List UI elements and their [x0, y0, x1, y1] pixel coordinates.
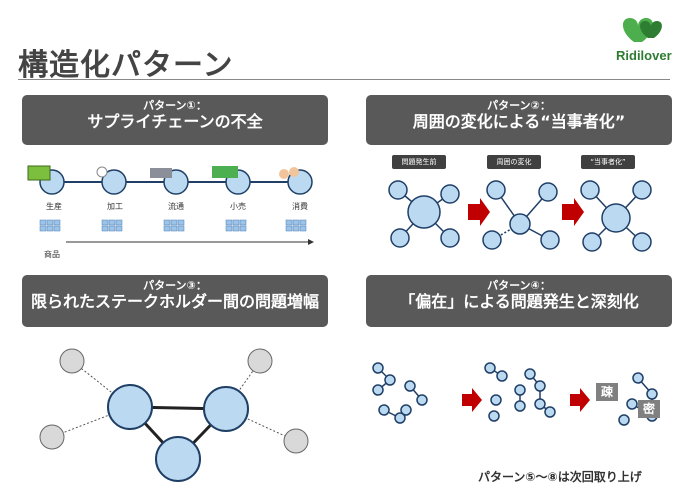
- panel-1-title: サプライチェーンの不全: [87, 112, 263, 131]
- ridilover-logo: Ridilover: [614, 12, 676, 72]
- worker-icon: [96, 166, 108, 178]
- stage-label-retail: 小売: [230, 202, 246, 211]
- stage-node-processing: [96, 166, 127, 195]
- stage-node-distribution: [150, 168, 189, 195]
- person-node-center: [407, 195, 441, 229]
- farm-icon: [27, 165, 51, 181]
- stakeholder-node-student: [155, 436, 201, 482]
- stage-node-retail: [212, 166, 251, 195]
- logo-hearts-icon: Ridilover: [616, 18, 672, 63]
- stage-label-consumption: 消費: [292, 202, 308, 211]
- red-arrow-icon: [462, 388, 482, 412]
- stakeholder-node-family: [107, 384, 153, 430]
- family-icon: [279, 169, 289, 179]
- red-arrow-icon: [562, 198, 584, 226]
- page-title: 構造化パターン: [18, 48, 234, 83]
- dense-tag: 密: [638, 400, 660, 418]
- panel-1-header: パターン①： サプライチェーンの不全: [22, 95, 328, 145]
- stakeholder-node-worker: [203, 386, 249, 432]
- stage-node-consumption: [279, 167, 313, 195]
- panel-3-title: 限られたステークホルダー間の問題増幅: [30, 292, 319, 311]
- sparse-tag: 疎: [596, 383, 618, 401]
- party-change-diagram: [388, 180, 652, 252]
- logo-text: Ridilover: [616, 48, 672, 63]
- goods-icons: [39, 219, 307, 232]
- stage-node-production: [27, 165, 65, 195]
- footer-note: パターン⑤～⑧は次回取り上げ: [478, 470, 642, 484]
- panel-3-sub: パターン③：: [143, 279, 207, 292]
- red-arrow-icon: [570, 388, 590, 412]
- goods-label: 商品: [44, 250, 60, 259]
- panel-2-sub: パターン②：: [487, 99, 551, 112]
- supply-chain-diagram: [27, 165, 314, 245]
- stage-party: “当事者化”: [581, 155, 635, 169]
- red-arrow-icon: [468, 198, 490, 226]
- panel-4-sub: パターン④：: [487, 279, 551, 292]
- panel-4-title: 「偏在」による問題発生と深刻化: [399, 292, 639, 311]
- panel-1-sub: パターン①：: [143, 99, 207, 112]
- panel-3-header: パターン③： 限られたステークホルダー間の問題増幅: [22, 275, 328, 327]
- truck-icon: [150, 168, 172, 178]
- panel-2-header: パターン②： 周囲の変化による“当事者化”: [366, 95, 672, 145]
- stage-change: 周囲の変化: [487, 155, 541, 169]
- stage-before: 問題発生前: [392, 155, 446, 169]
- store-icon: [212, 166, 238, 178]
- stage-label-processing: 加工: [107, 202, 123, 211]
- stakeholder-diagram: [39, 348, 309, 482]
- stage-label-production: 生産: [46, 202, 62, 211]
- stage-label-distribution: 流通: [168, 202, 184, 211]
- panel-4-header: パターン④： 「偏在」による問題発生と深刻化: [366, 275, 672, 327]
- panel-2-title: 周囲の変化による“当事者化”: [412, 112, 626, 131]
- uneven-distribution-diagram: [372, 362, 658, 426]
- title-divider: [18, 79, 670, 80]
